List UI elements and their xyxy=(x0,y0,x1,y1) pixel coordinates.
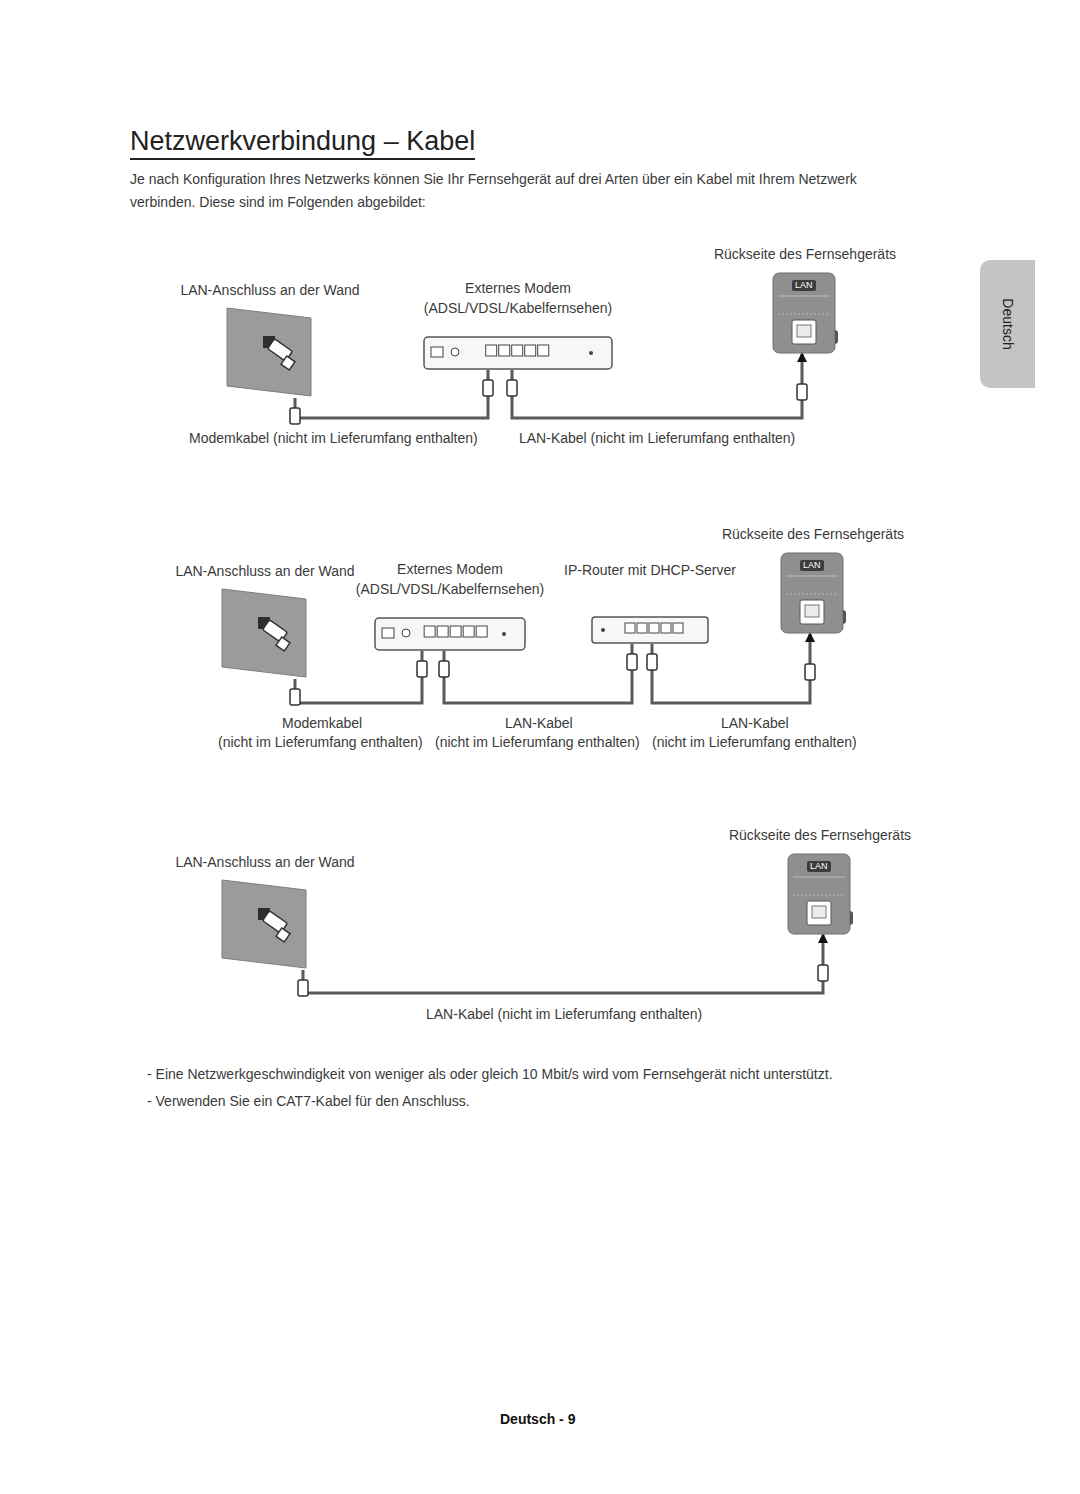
device-heading: Externes Modem (ADSL/VDSL/Kabelfernsehen… xyxy=(340,559,560,599)
router-node: IP-Router mit DHCP-Server xyxy=(555,560,745,644)
cable-label: (nicht im Lieferumfang enthalten) xyxy=(435,732,640,752)
wall-node: LAN-Anschluss an der Wand xyxy=(170,280,370,398)
wall-drawing xyxy=(220,587,310,679)
device-heading: Rückseite des Fernsehgeräts xyxy=(700,244,910,264)
cable-plug xyxy=(818,965,828,981)
cable-connector xyxy=(303,935,823,993)
tv-node: Rückseite des FernsehgerätsLAN xyxy=(708,524,918,634)
cable-connector xyxy=(444,644,632,703)
cable-plug xyxy=(627,654,637,670)
cable-label: LAN-Kabel (nicht im Lieferumfang enthalt… xyxy=(426,1004,702,1024)
page-number: Deutsch - 9 xyxy=(500,1409,575,1429)
cable-connector xyxy=(295,370,488,418)
cable-label: Modemkabel xyxy=(282,713,362,733)
tv-illustration: LAN xyxy=(787,853,853,935)
router-illustration xyxy=(591,616,709,644)
tab-text: Deutsch xyxy=(1000,298,1016,349)
wall-illustration xyxy=(220,878,310,970)
note-text: - Verwenden Sie ein CAT7-Kabel für den A… xyxy=(147,1091,470,1111)
cable-plug xyxy=(417,661,427,677)
cable-plug xyxy=(797,384,807,400)
cable-plug xyxy=(483,380,493,396)
cable-label: LAN-Kabel xyxy=(505,713,573,733)
note-text: - Eine Netzwerkgeschwindigkeit von wenig… xyxy=(147,1064,833,1084)
wall-illustration xyxy=(225,306,315,398)
port-badge: LAN xyxy=(800,560,824,571)
device-heading: LAN-Anschluss an der Wand xyxy=(165,561,365,581)
cable-connector xyxy=(295,651,422,703)
wall-node: LAN-Anschluss an der Wand xyxy=(165,561,365,679)
cable-plug xyxy=(298,980,308,996)
wall-drawing xyxy=(220,878,310,970)
cable-plug xyxy=(805,664,815,680)
modem-drawing xyxy=(374,617,526,651)
cable-connector xyxy=(652,634,810,703)
router-drawing xyxy=(591,616,709,644)
page-title: Netzwerkverbindung – Kabel xyxy=(130,124,475,160)
tv-node: Rückseite des FernsehgerätsLAN xyxy=(700,244,910,354)
device-heading: Rückseite des Fernsehgeräts xyxy=(715,825,925,845)
tv-node: Rückseite des FernsehgerätsLAN xyxy=(715,825,925,935)
port-badge: LAN xyxy=(792,280,816,291)
port-badge: LAN xyxy=(807,861,831,872)
cable-plug xyxy=(507,380,517,396)
tv-illustration: LAN xyxy=(780,552,846,634)
device-heading: LAN-Anschluss an der Wand xyxy=(165,852,365,872)
device-heading: Externes Modem (ADSL/VDSL/Kabelfernsehen… xyxy=(408,278,628,318)
tv-illustration: LAN xyxy=(772,272,838,354)
wall-drawing xyxy=(225,306,315,398)
device-heading: LAN-Anschluss an der Wand xyxy=(170,280,370,300)
cable-plug xyxy=(290,408,300,424)
modem-node: Externes Modem (ADSL/VDSL/Kabelfernsehen… xyxy=(340,559,560,651)
cable-plug xyxy=(290,689,300,705)
modem-illustration xyxy=(423,336,613,370)
cable-plug xyxy=(647,654,657,670)
language-tab: Deutsch xyxy=(980,260,1035,388)
cable-label: LAN-Kabel (nicht im Lieferumfang enthalt… xyxy=(519,428,795,448)
modem-node: Externes Modem (ADSL/VDSL/Kabelfernsehen… xyxy=(408,278,628,370)
device-heading: IP-Router mit DHCP-Server xyxy=(555,560,745,580)
cable-label: LAN-Kabel xyxy=(721,713,789,733)
intro-text: Je nach Konfiguration Ihres Netzwerks kö… xyxy=(130,168,910,214)
modem-illustration xyxy=(374,617,526,651)
cable-label: Modemkabel (nicht im Lieferumfang enthal… xyxy=(189,428,478,448)
wall-node: LAN-Anschluss an der Wand xyxy=(165,852,365,970)
device-heading: Rückseite des Fernsehgeräts xyxy=(708,524,918,544)
wall-illustration xyxy=(220,587,310,679)
cable-label: (nicht im Lieferumfang enthalten) xyxy=(652,732,857,752)
cable-label: (nicht im Lieferumfang enthalten) xyxy=(218,732,423,752)
cable-plug xyxy=(439,661,449,677)
modem-drawing xyxy=(423,336,613,370)
